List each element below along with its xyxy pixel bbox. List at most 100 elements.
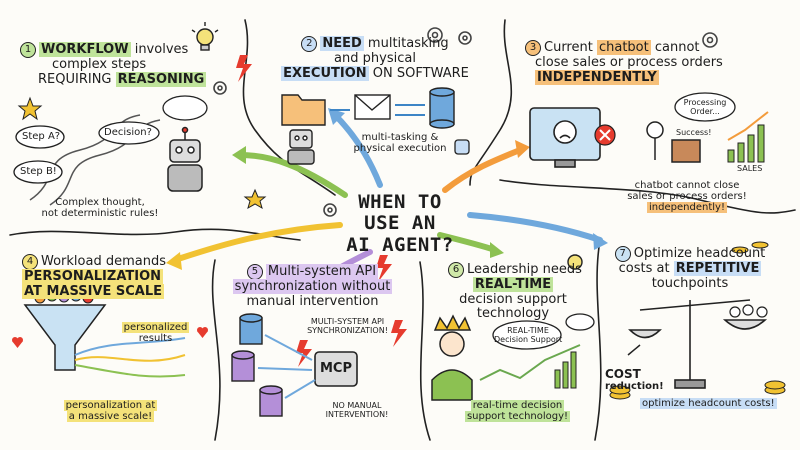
cost-label: COST	[605, 367, 641, 381]
section-5-line-2: synchronization without	[232, 279, 393, 294]
growth-chart-icon	[479, 344, 581, 389]
section-6-caption-1: real-time decision	[470, 400, 565, 411]
section-6-line-3: decision support	[459, 291, 567, 307]
section-1-line-2: complex steps	[52, 57, 147, 72]
center-line-3: AI AGENT?	[346, 233, 454, 256]
arrow-to-7	[467, 212, 603, 243]
realtime-bubble	[492, 313, 595, 350]
section-7-number: 7	[614, 246, 631, 262]
center-line-1: WHEN TO	[358, 191, 442, 213]
envelope-icon	[354, 94, 391, 120]
section-4-caption-a1: personalized	[121, 322, 190, 333]
coins-icon	[609, 241, 786, 400]
section-3-line-2: close sales or process orders	[535, 55, 723, 70]
database-icon	[429, 87, 455, 129]
section-2-text: multitasking	[363, 36, 449, 51]
success-label: Success!	[676, 128, 712, 137]
folder-icon	[281, 94, 326, 126]
section-6-caption-2: support technology!	[464, 411, 571, 423]
section-6-line-4: technology	[476, 306, 550, 322]
section-1-number: 1	[20, 42, 36, 58]
section-7-line-2b: REPETITIVE	[673, 261, 762, 276]
star-icon	[17, 96, 267, 210]
arrow-to-2	[332, 112, 383, 188]
heart-icon	[12, 327, 208, 348]
section-1-line-3b: REASONING	[115, 71, 207, 87]
cost-down-arrow	[627, 344, 641, 356]
realtime-bubble-line-2: Decision Support	[494, 334, 563, 344]
sales-chart-icon	[727, 111, 769, 163]
central-question: WHEN TO USE AN AI AGENT?	[330, 191, 470, 256]
arrows-sync-icon	[330, 104, 425, 116]
section-3-number: 3	[525, 40, 541, 56]
personalization-streams	[74, 337, 186, 378]
section-5-number: 5	[246, 264, 263, 280]
arrow-to-3	[442, 147, 523, 193]
section-5-box-line-1: MULTI-SYSTEM API	[310, 317, 385, 326]
error-x-icon	[594, 124, 616, 146]
section-5-caption-2: INTERVENTION!	[325, 409, 389, 419]
section-7-caption: optimize headcount costs!	[640, 398, 777, 409]
sync-arrows	[257, 334, 316, 399]
section-3-caption: chatbot cannot close sales or process or…	[612, 180, 762, 214]
section-4-caption-a: personalized results	[118, 322, 193, 344]
realtime-bubble-text: REAL-TIME Decision Support	[494, 326, 563, 345]
section-3-caption-1: chatbot cannot close	[634, 180, 740, 191]
section-3-text: cannot	[650, 40, 700, 55]
mcp-label: MCP	[319, 361, 352, 376]
section-5-box-label: MULTI-SYSTEM API SYNCHRONIZATION!	[300, 317, 395, 336]
section-1-caption-2: not deterministic rules!	[41, 208, 159, 220]
leader-with-crown-icon	[431, 314, 473, 401]
section-4-line-2: PERSONALIZATION	[22, 269, 164, 284]
bubble-step-b	[13, 160, 63, 184]
section-1-caption: Complex thought, not deterministic rules…	[25, 197, 175, 219]
section-4-number: 4	[22, 254, 38, 270]
section-7-line-3: touchpoints	[651, 275, 729, 291]
processing-bubble	[674, 92, 736, 122]
section-4-caption-b: personalization at a massive scale!	[48, 400, 173, 423]
section-5-caption-1: NO MANUAL	[332, 401, 382, 410]
processing-text-2: Order...	[690, 106, 720, 116]
gear-icon	[213, 27, 718, 217]
divider-line-right	[499, 179, 796, 214]
section-2-caption-1: multi-tasking &	[361, 132, 439, 143]
thought-cloud	[162, 95, 208, 121]
section-3-line-3: INDEPENDENTLY	[535, 69, 659, 85]
person-with-box-icon	[646, 121, 701, 163]
section-4-line-3: AT MASSIVE SCALE	[22, 283, 165, 299]
bubble-decision	[98, 121, 160, 145]
bubble-step-b-text: Step B!	[20, 166, 57, 177]
mcp-hub-box	[314, 351, 358, 387]
section-2-line-2: and physical	[334, 51, 416, 66]
robot-icon	[287, 129, 315, 165]
monitor-icon	[529, 107, 601, 168]
section-5-line-1: Multi-system API	[265, 264, 379, 279]
cost-reduction-label: COST reduction!	[605, 367, 664, 393]
lightbulb-icon	[567, 254, 583, 270]
section-2-caption-2: physical execution	[353, 143, 447, 155]
section-1-line-3a: REQUIRING	[38, 71, 116, 87]
section-3-keyword: chatbot	[596, 40, 651, 55]
section-5-line-3: manual intervention	[246, 293, 379, 309]
section-4-caption-a2: results	[138, 333, 173, 345]
section-7-line-1: Optimize headcount	[633, 246, 766, 261]
center-line-2: USE AN	[364, 212, 436, 235]
section-3-prefix: Current	[544, 40, 597, 55]
processing-text-1: Processing	[683, 98, 727, 107]
section-7-line-2a: costs at	[618, 261, 674, 276]
lightning-icon	[236, 55, 407, 367]
bubble-step-a-text: Step A?	[22, 131, 61, 142]
section-2-keyword: NEED	[320, 36, 364, 51]
section-2-caption: multi-tasking & physical execution	[345, 132, 455, 154]
sales-label: SALES	[737, 164, 763, 173]
section-6-line-1: Leadership needs	[467, 262, 582, 277]
thumbs-up-icon	[454, 139, 470, 155]
section-2-number: 2	[301, 36, 318, 52]
divider-line-top-left	[242, 19, 336, 196]
section-7-caption-text: optimize headcount costs!	[640, 398, 777, 409]
arrow-to-1	[237, 152, 348, 198]
